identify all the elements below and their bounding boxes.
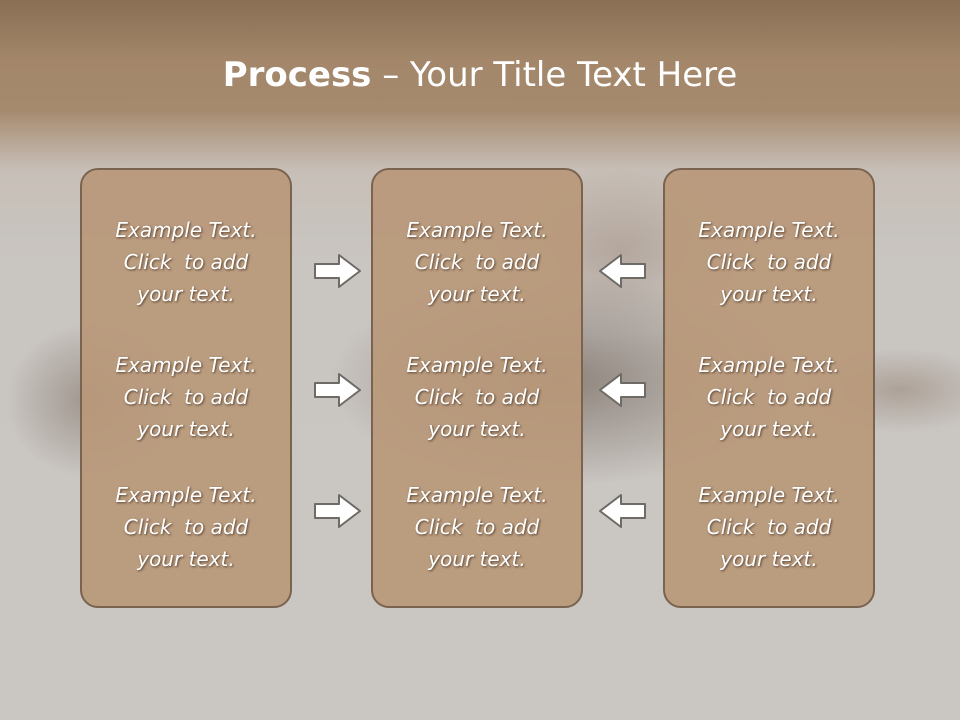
- arrow-left-icon: [599, 373, 646, 407]
- text-block[interactable]: Example Text. Click to add your text.: [665, 214, 873, 310]
- text-line: Click to add: [123, 385, 249, 409]
- text-line: your text.: [137, 282, 235, 306]
- text-block[interactable]: Example Text. Click to add your text.: [82, 479, 290, 575]
- text-block[interactable]: Example Text. Click to add your text.: [373, 479, 581, 575]
- text-line: Example Text.: [698, 218, 840, 242]
- text-block[interactable]: Example Text. Click to add your text.: [665, 349, 873, 445]
- left-panel[interactable]: Example Text. Click to add your text. Ex…: [80, 168, 292, 608]
- slide-title[interactable]: Process – Your Title Text Here: [0, 52, 960, 98]
- text-block[interactable]: Example Text. Click to add your text.: [665, 479, 873, 575]
- text-block[interactable]: Example Text. Click to add your text.: [82, 349, 290, 445]
- text-line: your text.: [720, 547, 818, 571]
- text-line: your text.: [137, 547, 235, 571]
- right-panel[interactable]: Example Text. Click to add your text. Ex…: [663, 168, 875, 608]
- header-band: [0, 0, 960, 60]
- arrow-left-icon: [599, 494, 646, 528]
- text-line: Example Text.: [406, 218, 548, 242]
- text-line: Example Text.: [406, 353, 548, 377]
- text-line: Click to add: [123, 515, 249, 539]
- text-line: your text.: [720, 282, 818, 306]
- arrow-right-icon: [314, 373, 361, 407]
- arrow-right-icon: [314, 494, 361, 528]
- text-line: Click to add: [414, 515, 540, 539]
- text-line: Click to add: [414, 250, 540, 274]
- arrow-right-icon: [314, 254, 361, 288]
- text-line: Example Text.: [698, 483, 840, 507]
- text-line: Example Text.: [115, 218, 257, 242]
- text-line: Click to add: [706, 515, 832, 539]
- text-line: Click to add: [706, 250, 832, 274]
- center-panel[interactable]: Example Text. Click to add your text. Ex…: [371, 168, 583, 608]
- arrow-left-icon: [599, 254, 646, 288]
- text-line: your text.: [720, 417, 818, 441]
- text-line: Click to add: [706, 385, 832, 409]
- text-line: your text.: [137, 417, 235, 441]
- text-line: Click to add: [414, 385, 540, 409]
- text-line: your text.: [428, 547, 526, 571]
- text-line: Example Text.: [698, 353, 840, 377]
- text-line: your text.: [428, 282, 526, 306]
- text-block[interactable]: Example Text. Click to add your text.: [82, 214, 290, 310]
- text-line: Example Text.: [406, 483, 548, 507]
- text-block[interactable]: Example Text. Click to add your text.: [373, 214, 581, 310]
- text-line: Example Text.: [115, 483, 257, 507]
- text-line: your text.: [428, 417, 526, 441]
- text-line: Example Text.: [115, 353, 257, 377]
- title-rest: – Your Title Text Here: [371, 55, 738, 95]
- text-block[interactable]: Example Text. Click to add your text.: [373, 349, 581, 445]
- title-bold: Process: [222, 55, 372, 95]
- text-line: Click to add: [123, 250, 249, 274]
